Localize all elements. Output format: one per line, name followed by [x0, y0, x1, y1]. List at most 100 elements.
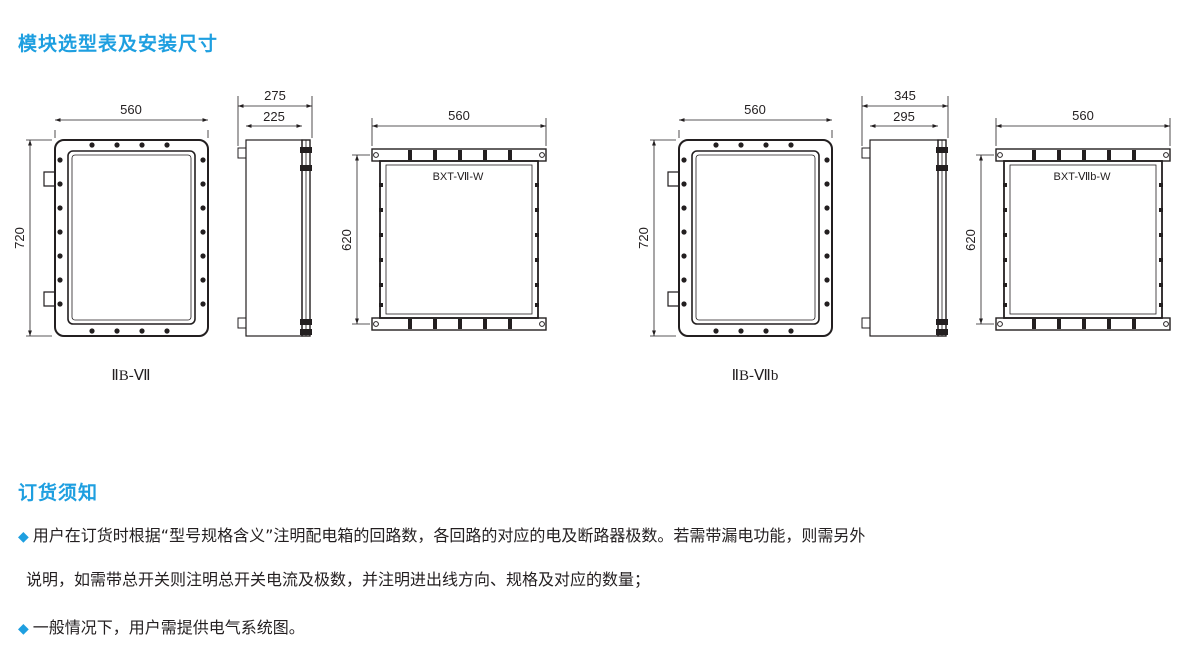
dimension-label-height: 620 [963, 229, 978, 251]
side-bolt [300, 147, 312, 153]
dimension-label-width: 560 [448, 108, 470, 123]
bolt-head [738, 142, 744, 148]
bolt-head [681, 253, 687, 259]
bolt-head [788, 142, 794, 148]
panel-bolt [1003, 208, 1007, 212]
bolt-head [824, 253, 830, 259]
mounting-panel-inner [385, 164, 533, 315]
enclosure-window-frame [691, 150, 820, 325]
rail-bolt [1057, 319, 1061, 329]
rail-bolt [1057, 150, 1061, 160]
bolt-head [788, 328, 794, 334]
mounting-lug [667, 291, 679, 307]
bolt-head [681, 301, 687, 307]
mounting-lug [667, 171, 679, 187]
note-item-1-text-line-1: 用户在订货时根据“型号规格含义”注明配电箱的回路数，各回路的对应的电及断路器极数… [32, 526, 866, 545]
panel-bolt [379, 303, 383, 307]
panel-bolt [1159, 233, 1163, 237]
mounting-hole [997, 321, 1003, 327]
rail-bolt [1132, 319, 1136, 329]
rail-bolt [1032, 319, 1036, 329]
dimension-label-height: 620 [339, 229, 354, 251]
mounting-hole [1163, 321, 1169, 327]
panel-bolt [535, 208, 539, 212]
note-item-2: ◆一般情况下，用户需提供电气系统图。 [18, 618, 305, 639]
bolt-head [681, 205, 687, 211]
bolt-head [114, 142, 120, 148]
model-label: ⅡB-Ⅶ [111, 368, 150, 384]
dimension-label-body-depth: 225 [263, 109, 285, 124]
rail-bolt [1082, 319, 1086, 329]
mounting-lug [43, 171, 55, 187]
bolt-head [824, 157, 830, 163]
side-body [245, 139, 303, 337]
bolt-head [139, 142, 145, 148]
panel-bolt [1159, 283, 1163, 287]
mounting-hole [373, 152, 379, 158]
panel-bolt [1003, 303, 1007, 307]
mounting-panel-inner [1009, 164, 1157, 315]
side-bolt [300, 329, 312, 335]
rail-bolt [508, 319, 512, 329]
section-title-ordering: 订货须知 [18, 482, 99, 504]
side-bolt [300, 319, 312, 325]
panel-bolt [535, 303, 539, 307]
enclosure-outer-frame [54, 139, 209, 337]
mounting-panel [1003, 160, 1163, 319]
mounting-lug [43, 291, 55, 307]
rail-bolt [433, 150, 437, 160]
panel-bolt [379, 183, 383, 187]
side-bolt [936, 165, 948, 171]
bolt-head [114, 328, 120, 334]
side-body [869, 139, 939, 337]
bolt-head [57, 253, 63, 259]
diamond-bullet-icon: ◆ [18, 529, 29, 545]
bolt-head [57, 277, 63, 283]
bolt-head [763, 328, 769, 334]
rail-bolt [458, 150, 462, 160]
side-bolt [936, 329, 948, 335]
bolt-head [738, 328, 744, 334]
bolt-head [200, 277, 206, 283]
panel-bolt [535, 283, 539, 287]
rail-bolt [458, 319, 462, 329]
bolt-head [824, 181, 830, 187]
bolt-head [713, 142, 719, 148]
panel-bolt [379, 233, 383, 237]
enclosure-outer-frame [678, 139, 833, 337]
bolt-head [824, 205, 830, 211]
enclosure-window-inner [71, 154, 192, 321]
side-bolt [936, 319, 948, 325]
mounting-hole [997, 152, 1003, 158]
bolt-head [57, 157, 63, 163]
bolt-head [164, 142, 170, 148]
rail-bolt [1132, 150, 1136, 160]
panel-bolt [1159, 208, 1163, 212]
bolt-head [681, 277, 687, 283]
panel-bolt [1003, 283, 1007, 287]
dimension-label-overall-depth: 275 [264, 88, 286, 103]
note-item-1-text-line-2: 说明，如需带总开关则注明总开关电流及极数，并注明进出线方向、规格及对应的数量； [26, 570, 651, 589]
bolt-head [89, 328, 95, 334]
mounting-hole [373, 321, 379, 327]
dimension-label-height: 720 [636, 227, 651, 249]
note-item-1: ◆用户在订货时根据“型号规格含义”注明配电箱的回路数，各回路的对应的电及断路器极… [18, 526, 865, 547]
dimension-label-overall-depth: 345 [894, 88, 916, 103]
diamond-bullet-icon: ◆ [18, 621, 29, 637]
bolt-head [200, 181, 206, 187]
rail-bolt [1082, 150, 1086, 160]
bolt-head [200, 253, 206, 259]
rail-bolt [408, 150, 412, 160]
section-title-selection: 模块选型表及安装尺寸 [18, 33, 219, 55]
bolt-head [824, 301, 830, 307]
side-lug [861, 147, 871, 159]
dimension-label-height: 720 [12, 227, 27, 249]
panel-bolt [1003, 183, 1007, 187]
enclosure-window-frame [67, 150, 196, 325]
